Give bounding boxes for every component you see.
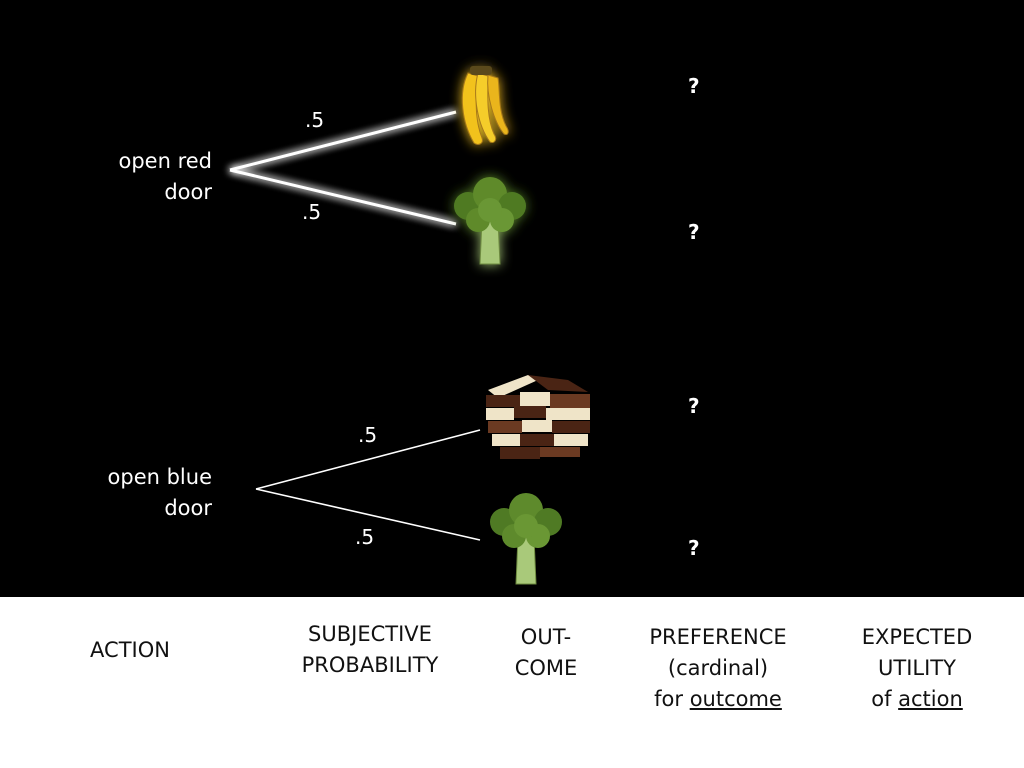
blue-door-branches [255,429,481,541]
action-red-line1: open red [118,149,212,173]
col-preference: PREFERENCE (cardinal) for outcome [628,622,808,715]
col-outcome: OUT- COME [496,622,596,684]
chocolate-icon [486,375,590,459]
action-blue-line2: door [164,496,212,520]
action-blue-line1: open blue [107,465,212,489]
branch-red-to-broccoli [229,168,457,226]
action-label-blue-door: open blue door [12,462,212,524]
col-probability-line2: PROBABILITY [301,653,439,677]
col-probability-line1: SUBJECTIVE [308,622,432,646]
broccoli-icon-top [454,177,526,265]
column-headers: ACTION SUBJECTIVE PROBABILITY OUT- COME … [0,597,1024,768]
prob-red-banana: .5 [305,108,325,132]
preference-blue-chocolate: ? [688,394,700,418]
col-preference-line3-prefix: for [654,687,690,711]
prob-red-broccoli: .5 [302,200,322,224]
col-preference-line2: (cardinal) [667,656,769,680]
col-utility-line3-prefix: of [871,687,899,711]
branch-red-to-banana [229,110,457,172]
col-outcome-line1: OUT- [520,625,572,649]
action-label-red-door: open red door [12,146,212,208]
col-outcome-line2: COME [514,656,578,680]
col-utility-line2: UTILITY [878,656,956,680]
prob-blue-chocolate: .5 [358,423,378,447]
prob-blue-broccoli: .5 [355,525,375,549]
action-red-line2: door [164,180,212,204]
col-preference-line3: for outcome [628,684,808,715]
decision-tree-svg [229,66,590,585]
col-preference-outcome-underlined: outcome [689,687,782,711]
col-expected-utility: EXPECTED UTILITY of action [834,622,1000,715]
decision-tree-stage: open red door open blue door .5 .5 .5 .5… [0,0,1024,597]
col-action: ACTION [60,635,200,666]
branch-blue-to-broccoli [255,488,481,541]
preference-red-broccoli: ? [688,220,700,244]
preference-blue-broccoli: ? [688,536,700,560]
col-utility-action-underlined: action [898,687,963,711]
col-utility-line3: of action [834,684,1000,715]
broccoli-icon-bottom [490,493,562,585]
col-action-label: ACTION [90,638,170,662]
col-preference-line1: PREFERENCE [649,625,787,649]
red-door-branches [229,110,457,226]
branch-blue-to-chocolate [255,429,481,490]
preference-red-banana: ? [688,74,700,98]
col-subjective-probability: SUBJECTIVE PROBABILITY [270,619,470,681]
col-utility-line1: EXPECTED [861,625,973,649]
banana-icon [461,66,509,145]
